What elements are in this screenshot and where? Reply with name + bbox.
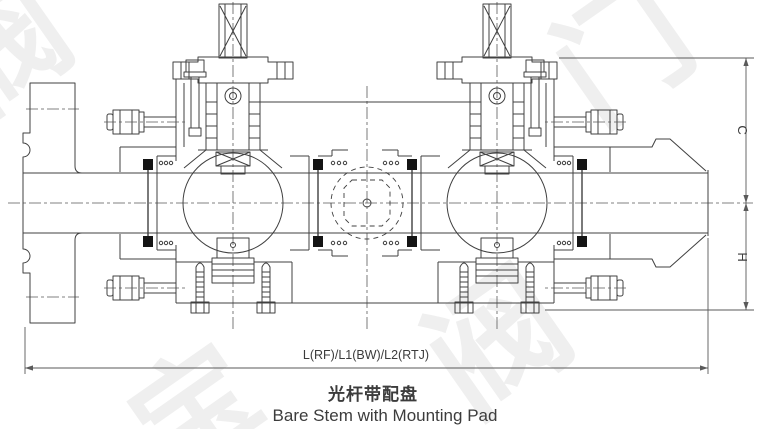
dimension-c-h: C H [545,57,754,311]
valve-body [23,101,708,304]
left-valve-assembly [103,3,349,314]
dim-label-h: H [735,252,750,261]
caption-chinese: 光杆带配盘 [327,384,418,404]
dimension-l: L(RF)/L1(BW)/L2(RTJ) [24,238,709,374]
caption-english: Bare Stem with Mounting Pad [273,406,498,425]
watermark-glyph: 阀 [0,0,95,139]
watermark-glyph: 宝 [108,321,283,429]
dim-label-l: L(RF)/L1(BW)/L2(RTJ) [303,348,429,362]
center-cavity [330,166,404,240]
centerlines [8,2,753,332]
watermark-glyph: 阀 [400,243,597,429]
right-weld-end [610,138,709,268]
left-flange-end [22,82,83,324]
dim-label-c: C [735,125,750,134]
watermark: 阀 门 阀 宝 [0,0,719,429]
